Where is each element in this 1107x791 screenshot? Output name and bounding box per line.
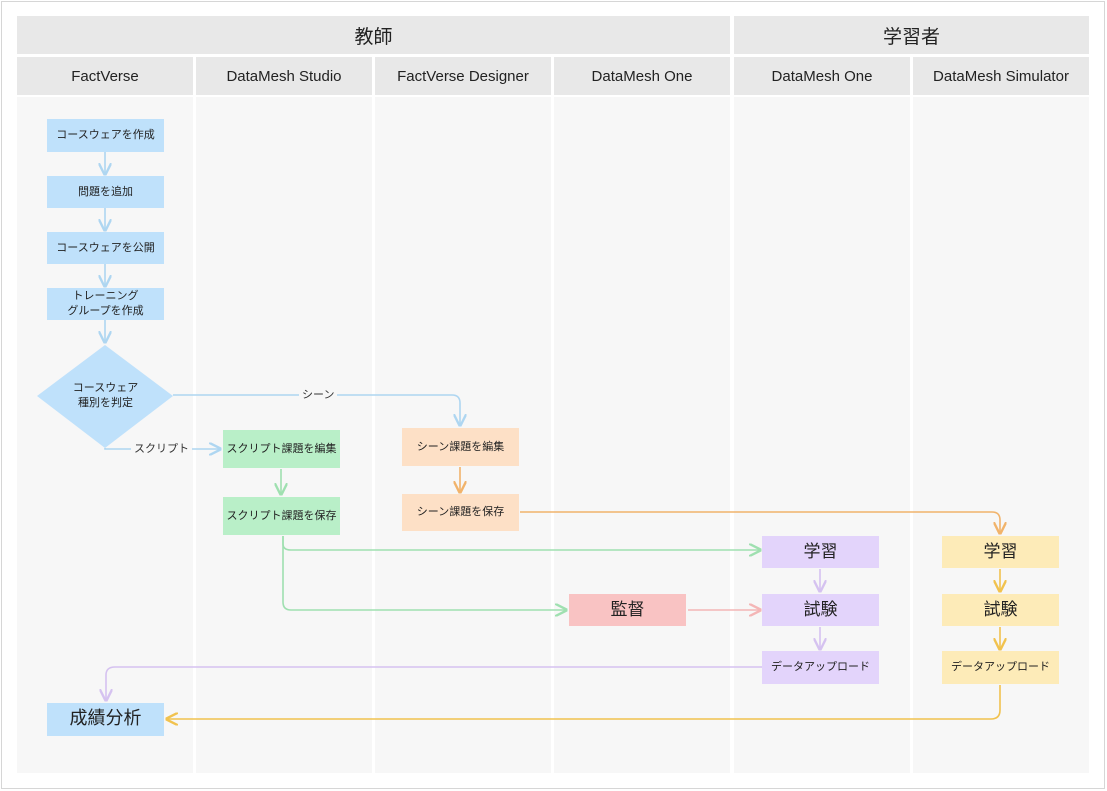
- edge-one-upload-to-analysis: [106, 666, 762, 700]
- node-one-data-upload[interactable]: データアップロード: [762, 651, 879, 684]
- node-create-training-group-line1: トレーニング: [72, 289, 139, 303]
- edge-scene-to-sim-learn: [520, 511, 1000, 533]
- role-header-teacher: 教師: [17, 16, 730, 54]
- node-decision-label: コースウェア 種別を判定: [47, 376, 164, 416]
- node-decision-line2: 種別を判定: [78, 396, 133, 409]
- node-create-training-group-line2: グループを作成: [67, 304, 144, 317]
- node-result-analysis[interactable]: 成績分析: [47, 703, 164, 736]
- node-decision-line1: コースウェア: [72, 381, 139, 395]
- lane-header-factverse-designer: FactVerse Designer: [375, 57, 551, 95]
- lane-header-datamesh-studio: DataMesh Studio: [196, 57, 372, 95]
- edge-sim-upload-to-analysis: [167, 685, 1001, 719]
- lane-datamesh-one-teacher: [554, 97, 730, 773]
- node-one-learn[interactable]: 学習: [762, 536, 879, 568]
- node-publish-courseware[interactable]: コースウェアを公開: [47, 232, 164, 264]
- node-add-question[interactable]: 問題を追加: [47, 176, 164, 208]
- lane-header-datamesh-simulator: DataMesh Simulator: [913, 57, 1089, 95]
- role-header-learner: 学習者: [734, 16, 1089, 54]
- node-sim-learn[interactable]: 学習: [942, 536, 1059, 568]
- lane-header-datamesh-one-teacher: DataMesh One: [554, 57, 730, 95]
- edge-script-to-learn: [282, 536, 760, 550]
- node-save-scene-task[interactable]: シーン課題を保存: [402, 494, 519, 531]
- edge-decision-scene: [173, 394, 460, 425]
- edge-script-to-supervise: [282, 536, 566, 610]
- node-sim-data-upload[interactable]: データアップロード: [942, 651, 1059, 684]
- lane-header-factverse: FactVerse: [17, 57, 193, 95]
- node-edit-script-task[interactable]: スクリプト課題を編集: [223, 430, 340, 468]
- node-sim-exam[interactable]: 試験: [942, 594, 1059, 626]
- node-one-exam[interactable]: 試験: [762, 594, 879, 626]
- node-save-script-task[interactable]: スクリプト課題を保存: [223, 497, 340, 535]
- lane-header-datamesh-one-learner: DataMesh One: [734, 57, 910, 95]
- node-supervise[interactable]: 監督: [569, 594, 686, 626]
- node-create-training-group[interactable]: トレーニング グループを作成: [47, 288, 164, 320]
- node-edit-scene-task[interactable]: シーン課題を編集: [402, 428, 519, 466]
- node-create-courseware[interactable]: コースウェアを作成: [47, 119, 164, 152]
- edge-label-script: スクリプト: [131, 440, 192, 456]
- edge-label-scene: シーン: [299, 386, 338, 402]
- decision-diamond: [37, 345, 173, 448]
